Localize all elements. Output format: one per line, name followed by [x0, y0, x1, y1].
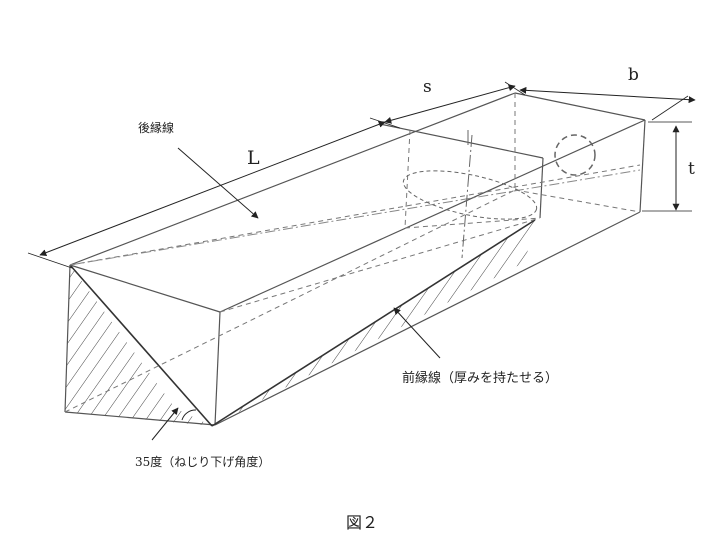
figure-caption: 図２ — [346, 513, 378, 532]
twist-end-face-hatched — [65, 265, 212, 426]
twist-diagonal — [69, 264, 213, 427]
thickness-t-label: t — [688, 159, 695, 179]
span-s-label: s — [423, 77, 432, 97]
twist-angle-arc — [181, 409, 197, 421]
trailing-edge-label: 後縁線 — [138, 120, 174, 135]
dimension-b — [519, 86, 696, 121]
cross-section-ellipse — [402, 170, 538, 220]
dimension-L — [27, 117, 401, 269]
dimension-t — [642, 121, 692, 212]
twist-angle-label: 35度（ねじり下げ角度） — [135, 454, 270, 469]
leading-edge-leader — [393, 307, 441, 359]
vertical-axis — [461, 134, 473, 259]
width-b-label: b — [628, 65, 639, 85]
twist-angle-leader — [151, 407, 179, 441]
leading-edge-line — [211, 219, 536, 427]
length-label: L — [247, 147, 260, 169]
leading-edge-label: 前縁線（厚みを持たせる） — [402, 370, 558, 386]
trailing-edge-leader — [177, 147, 259, 219]
end-circle — [554, 134, 596, 176]
